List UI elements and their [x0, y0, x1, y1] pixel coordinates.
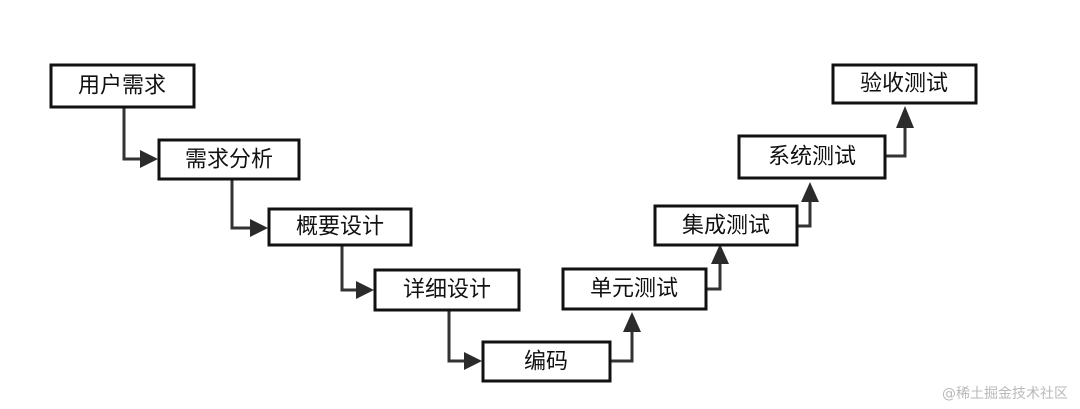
connector-analysis-to-high-level	[230, 179, 252, 230]
arrowhead-analysis-to-high-level	[250, 219, 268, 237]
connector-unit-to-integration	[706, 262, 722, 291]
step-coding-label: 编码	[524, 350, 568, 375]
connector-integration-to-system	[797, 200, 812, 228]
connector-coding-to-unit	[610, 330, 634, 363]
connector-high-level-to-detailed	[340, 245, 358, 292]
arrowhead-detailed-to-coding	[464, 352, 482, 370]
step-acceptance-testing-label: 验收测试	[860, 72, 948, 97]
step-unit-testing-label: 单元测试	[590, 277, 678, 302]
step-integration-testing: 集成测试	[653, 204, 799, 247]
step-requirements-analysis: 需求分析	[157, 138, 301, 181]
connector-detailed-to-coding	[447, 310, 466, 363]
step-system-testing-label: 系统测试	[768, 145, 856, 170]
step-high-level-design-label: 概要设计	[296, 215, 384, 240]
arrowhead-coding-to-unit	[623, 312, 641, 332]
connector-system-to-acceptance	[885, 128, 907, 158]
step-coding: 编码	[481, 340, 612, 383]
step-requirements-analysis-label: 需求分析	[185, 148, 273, 173]
step-user-requirements: 用户需求	[49, 63, 196, 109]
watermark: @稀土掘金技术社区	[942, 386, 1068, 402]
step-user-requirements-label: 用户需求	[78, 74, 166, 99]
step-integration-testing-label: 集成测试	[682, 214, 770, 239]
step-system-testing: 系统测试	[737, 134, 887, 180]
step-detailed-design: 详细设计	[373, 268, 521, 312]
arrowhead-requirements-to-analysis	[140, 150, 158, 168]
step-unit-testing: 单元测试	[561, 267, 708, 311]
step-detailed-design-label: 详细设计	[403, 278, 491, 303]
step-acceptance-testing: 验收测试	[831, 63, 978, 105]
connector-requirements-to-analysis	[122, 107, 142, 161]
arrowhead-integration-to-system	[801, 182, 819, 202]
arrowhead-system-to-acceptance	[896, 106, 914, 128]
step-high-level-design: 概要设计	[267, 207, 413, 247]
arrowhead-high-level-to-detailed	[356, 281, 374, 299]
arrowhead-unit-to-integration	[711, 244, 729, 264]
